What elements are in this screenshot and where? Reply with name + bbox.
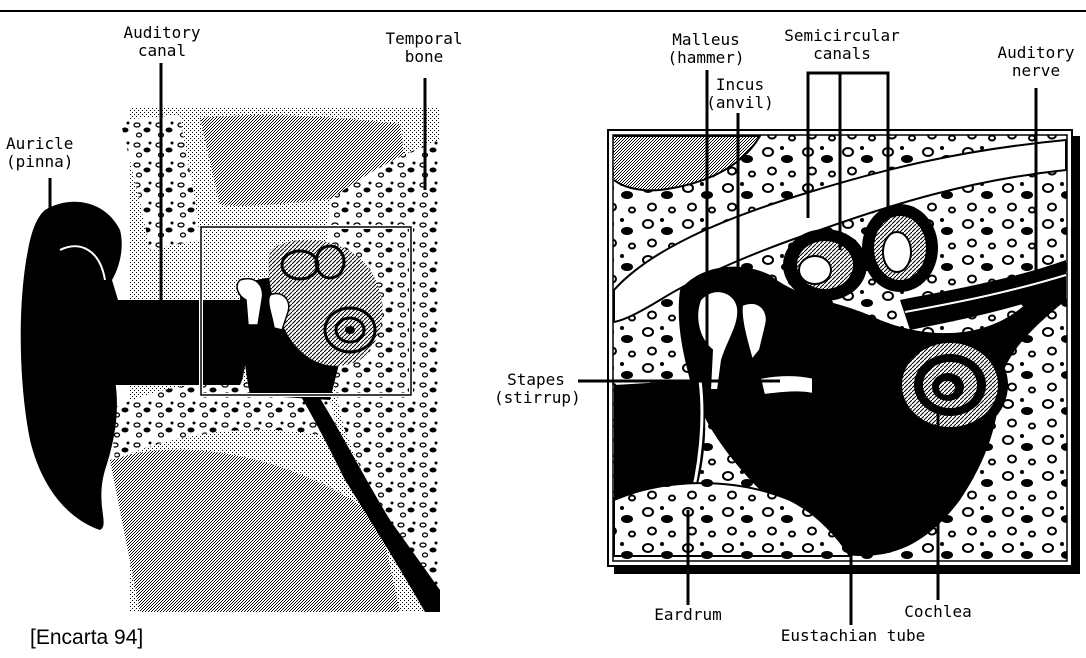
label-temporal-bone: Temporal bone (372, 30, 476, 66)
label-cochlea: Cochlea (896, 603, 980, 621)
figure-caption: [Encarta 94] (30, 626, 143, 650)
label-stapes: Stapes (stirrup) (494, 371, 578, 407)
label-incus: Incus (anvil) (704, 76, 776, 112)
label-eustachian-tube: Eustachian tube (778, 627, 928, 645)
label-auditory-nerve: Auditory nerve (986, 44, 1086, 80)
label-auricle: Auricle (pinna) (6, 135, 90, 171)
label-eardrum: Eardrum (636, 606, 740, 624)
label-auditory-canal: Auditory canal (112, 24, 212, 60)
middle-inner-ear-closeup-illustration (578, 70, 1080, 625)
label-semicircular-canals: Semicircular canals (780, 27, 904, 63)
label-malleus: Malleus (hammer) (654, 31, 758, 67)
